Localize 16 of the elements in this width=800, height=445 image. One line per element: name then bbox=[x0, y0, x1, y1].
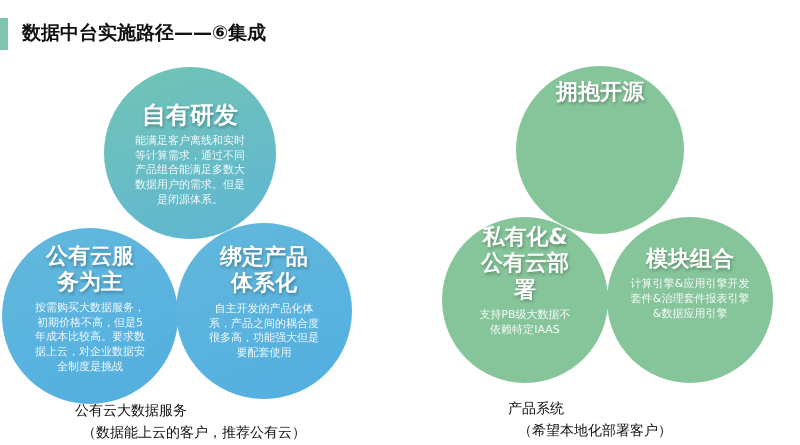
title: 数据中台实施路径——⑥集成 bbox=[22, 21, 266, 46]
circle-heading: 模块组合 bbox=[644, 247, 735, 274]
group-caption: 公有云大数据服务 bbox=[75, 402, 187, 420]
circle-description: 计算引擎&应用引擎开发套件&治理套件报表引擎&数据应用引擎 bbox=[630, 277, 750, 322]
circle-description: 支持PB级大数据不依赖特定IAAS bbox=[478, 308, 572, 338]
group-caption: （希望本地化部署客户） bbox=[518, 422, 672, 440]
group-caption: 产品系统 bbox=[508, 400, 564, 418]
circle-heading: 公有云服务为主 bbox=[44, 244, 135, 297]
circle-heading: 拥抱开源 bbox=[554, 80, 646, 106]
circle-heading: 自有研发 bbox=[141, 101, 239, 130]
circle-description: 按需购买大数据服务，初期价格不高，但是5年成本比较高。要求数据上云，对企业数据安全制度是挑战 bbox=[34, 300, 146, 375]
group-caption: （数据能上云的客户，推荐公有云） bbox=[82, 424, 306, 442]
circle-heading: 私有化&公有云部署 bbox=[480, 225, 570, 304]
circle-heading: 绑定产品体系化 bbox=[218, 245, 309, 298]
circle-description: 能满足客户离线和实时等计算需求，通过不同产品组合能满足多数大数据用户的需求。但是是闭源体系。 bbox=[134, 134, 246, 208]
circle-description: 自主开发的产品化体系，产品之间的耦合度很多高，功能强大但是要配套使用 bbox=[209, 302, 319, 362]
